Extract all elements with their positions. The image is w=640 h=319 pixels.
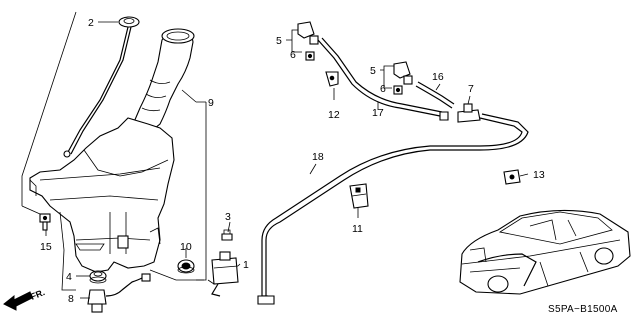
callout-2: 2	[88, 17, 94, 29]
clip-part	[221, 229, 233, 241]
callout-6b: 6	[380, 83, 386, 95]
callout-5b: 5	[370, 65, 376, 77]
vehicle-locator-illustration	[459, 209, 631, 295]
callout-15: 15	[40, 241, 52, 253]
hose-joint-7	[457, 103, 481, 123]
callout-11: 11	[352, 223, 363, 235]
washer-hose-17	[317, 37, 449, 121]
washer-nozzle-5-left	[297, 21, 319, 45]
callout-18: 18	[312, 151, 324, 163]
callout-17: 17	[372, 107, 384, 119]
nozzle-clip-6-right	[393, 85, 403, 95]
nozzle-clip-6-left	[305, 51, 315, 61]
callout-8: 8	[68, 293, 74, 305]
hose-clip-12	[325, 71, 339, 87]
callout-4: 4	[66, 271, 72, 283]
callout-3: 3	[225, 211, 231, 223]
washer-tank	[29, 28, 195, 273]
callout-1: 1	[243, 259, 249, 271]
bolt-part	[39, 213, 51, 231]
front-direction-arrow: FR.	[3, 287, 46, 311]
seal-part	[89, 270, 107, 284]
callout-16: 16	[432, 71, 444, 83]
callout-6a: 6	[290, 49, 296, 61]
front-direction-label: FR.	[29, 287, 46, 302]
callout-10: 10	[180, 241, 192, 253]
diagram-code: S5PA−B1500A	[548, 304, 618, 315]
callout-5a: 5	[276, 35, 282, 47]
callout-9: 9	[208, 97, 214, 109]
washer-nozzle-5-right	[393, 61, 413, 85]
level-switch-part	[87, 273, 151, 313]
leader-lines	[21, 11, 529, 299]
washer-hose-16	[415, 81, 455, 109]
grommet-part	[177, 259, 195, 274]
hose-bracket-11	[349, 183, 369, 209]
washer-cap-and-level-gauge	[63, 16, 140, 158]
callout-7: 7	[468, 83, 474, 95]
callout-labels: 1 2 3 4 5 5 6 6 7 8 9 10 11 12 13 15 16 …	[40, 17, 545, 305]
callout-13: 13	[533, 169, 545, 181]
washer-pump-part	[207, 251, 239, 297]
hose-clip-13	[503, 169, 521, 185]
washer-hose-18	[257, 113, 529, 305]
callout-12: 12	[328, 109, 340, 121]
